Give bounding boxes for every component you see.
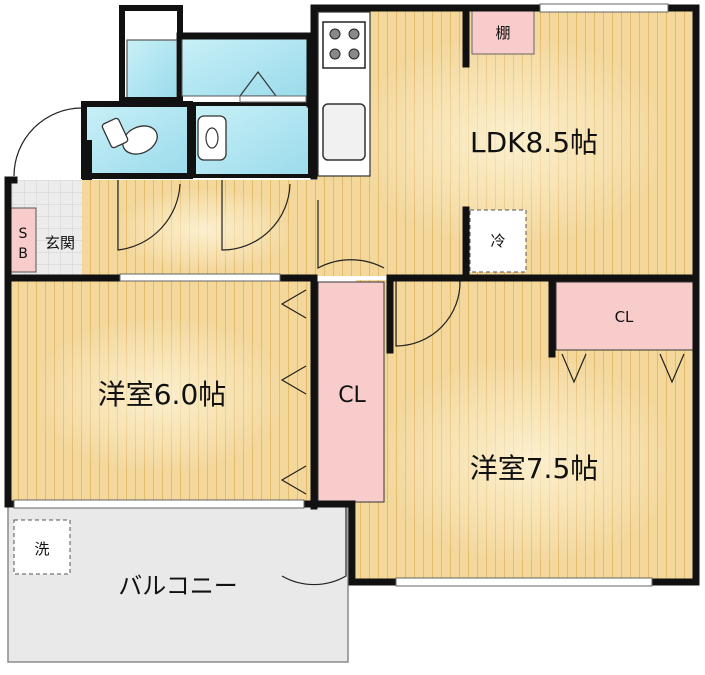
refrigerator-label: 冷 [490, 232, 505, 250]
bath-floor [181, 35, 309, 97]
shoe-box-label-s: S [19, 226, 28, 242]
toilet-room [81, 101, 193, 179]
shoe-box [9, 207, 37, 273]
stove-icon [322, 21, 366, 69]
sink-icon [322, 103, 366, 161]
closet-ldk [555, 281, 695, 351]
windows [13, 3, 669, 587]
entrance-label: 玄関 [45, 234, 75, 252]
shelf-label: 棚 [495, 24, 510, 42]
shelf-box [471, 9, 535, 55]
balcony-label: バルコニー [118, 572, 238, 600]
washer-label: 洗 [34, 540, 49, 558]
western-room-a-label: 洋室6.0帖 [98, 378, 227, 411]
door-swings [13, 107, 461, 586]
shoe-box-label-b: B [18, 246, 28, 262]
washer-box [13, 519, 71, 575]
closet-doors [280, 289, 685, 495]
bathtub [126, 39, 178, 99]
ldk-label: LDK8.5帖 [470, 126, 598, 159]
closet-ldk-label: CL [615, 308, 634, 326]
toilet-icon [122, 125, 158, 155]
refrigerator-box [469, 209, 527, 273]
closet-main-label: CL [338, 383, 366, 408]
washbasin-icon [197, 115, 227, 161]
closet-main [317, 281, 385, 503]
western-room-b-label: 洋室7.5帖 [470, 452, 599, 485]
